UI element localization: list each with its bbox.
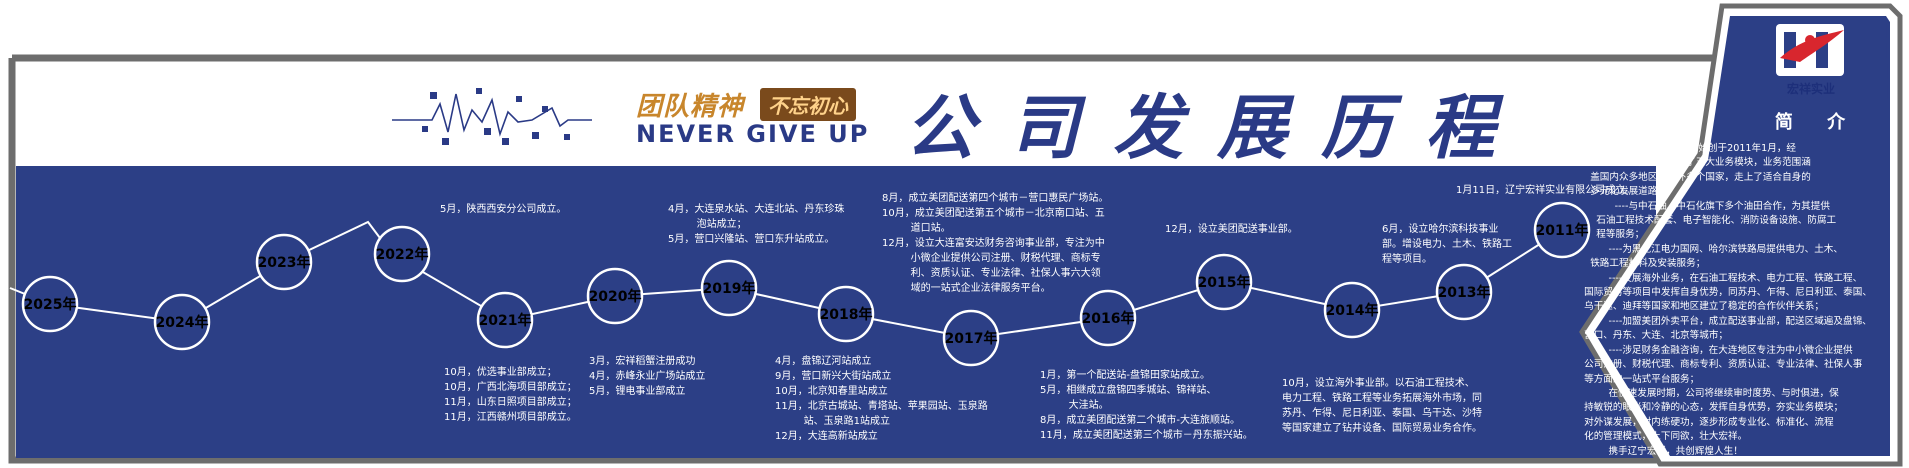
year-node: 2021年	[476, 291, 534, 349]
year-label: 2011年	[1536, 222, 1589, 239]
year-node-circle	[1079, 289, 1137, 347]
company-logo-name: 宏祥实业	[1786, 82, 1835, 96]
year-node: 2024年	[153, 293, 211, 351]
year-node-circle	[255, 233, 313, 291]
year-label: 2019年	[703, 280, 756, 297]
page-title: 公司发展历程	[905, 87, 1529, 169]
year-label: 2017年	[945, 330, 998, 347]
intro-panel	[1594, 16, 1890, 456]
event-2014: 10月，设立海外事业部。以石油工程技术、 电力工程、铁路工程等业务拓展海外市场，…	[1282, 378, 1482, 434]
year-label: 2016年	[1082, 310, 1135, 327]
year-node: 2014年	[1323, 281, 1381, 339]
slogan-badge: 不忘初心	[760, 88, 856, 121]
event-2022: 5月，陕西西安分公司成立。	[440, 204, 567, 215]
outer-frame	[10, 57, 1740, 163]
slogan-english: NEVER GIVE UP	[636, 120, 870, 148]
event-2021: 10月，优选事业部成立； 10月，广西北海项目部成立； 11月，山东日照项目部成…	[444, 367, 577, 423]
frame-border	[8, 54, 1860, 464]
year-node: 2023年	[255, 233, 313, 291]
year-node-circle	[1323, 281, 1381, 339]
year-node-circle	[1195, 253, 1253, 311]
year-label: 2021年	[479, 312, 532, 329]
event-2019: 4月，大连泉水站、大连北站、丹东珍珠 泡站成立； 5月，营口兴隆站、营口东升站成…	[668, 204, 845, 245]
year-label: 2014年	[1326, 302, 1379, 319]
year-node: 2019年	[700, 259, 758, 317]
event-2017: 8月，成立美团配送第四个城市－营口惠民广场站。 10月，成立美团配送第五个城市－…	[882, 193, 1109, 294]
event-2018: 4月，盘锦辽河站成立 9月，营口新兴大街站成立 10月，北京知春里站成立 11月…	[775, 356, 988, 442]
year-label: 2013年	[1438, 284, 1491, 301]
year-label: 2023年	[258, 254, 311, 271]
year-node-circle	[21, 275, 79, 333]
year-label: 2024年	[156, 314, 209, 331]
event-2015: 12月，设立美团配送事业部。	[1165, 224, 1298, 235]
year-node: 2025年	[21, 275, 79, 333]
year-node-circle	[1435, 263, 1493, 321]
year-node: 2018年	[817, 285, 875, 343]
event-2020: 3月，宏祥稻蟹注册成功 4月，赤峰永业广场站成立 5月，锂电事业部成立	[589, 356, 706, 397]
year-node: 2022年	[373, 225, 431, 283]
year-node: 2020年	[586, 267, 644, 325]
intro-body: 辽宁宏祥实业有限公司始创于2011年1月，经 过多年发展，公司形成了五大业务模块…	[1584, 143, 1872, 457]
year-node: 2017年	[942, 309, 1000, 367]
year-node-circle	[586, 267, 644, 325]
year-label: 2020年	[589, 288, 642, 305]
year-node-circle	[476, 291, 534, 349]
heartbeat-decoration	[392, 88, 592, 145]
event-2011: 1月11日，辽宁宏祥实业有限公司成立。	[1456, 185, 1636, 196]
year-node: 2015年	[1195, 253, 1253, 311]
year-node: 2011年	[1533, 201, 1591, 259]
year-node: 2013年	[1435, 263, 1493, 321]
year-node-circle	[373, 225, 431, 283]
year-node-circle	[700, 259, 758, 317]
year-node-circle	[942, 309, 1000, 367]
year-label: 2015年	[1198, 274, 1251, 291]
slogan-chinese: 团队精神	[636, 92, 745, 122]
year-label: 2018年	[820, 306, 873, 323]
year-label: 2025年	[24, 296, 77, 313]
event-2016: 1月，第一个配送站-盘锦田家站成立。 5月，相继成立盘锦四季城站、锦祥站、 大洼…	[1040, 370, 1253, 441]
company-logo	[1776, 24, 1844, 76]
timeline-line	[9, 220, 1563, 340]
year-node-circle	[153, 293, 211, 351]
year-node: 2016年	[1079, 289, 1137, 347]
year-node-circle	[817, 285, 875, 343]
year-label: 2022年	[376, 246, 429, 263]
event-2013: 6月，设立哈尔滨科技事业 部。增设电力、土木、铁路工 程等项目。	[1382, 224, 1512, 265]
intro-title: 简 介	[1774, 112, 1860, 133]
year-node-circle	[1533, 201, 1591, 259]
